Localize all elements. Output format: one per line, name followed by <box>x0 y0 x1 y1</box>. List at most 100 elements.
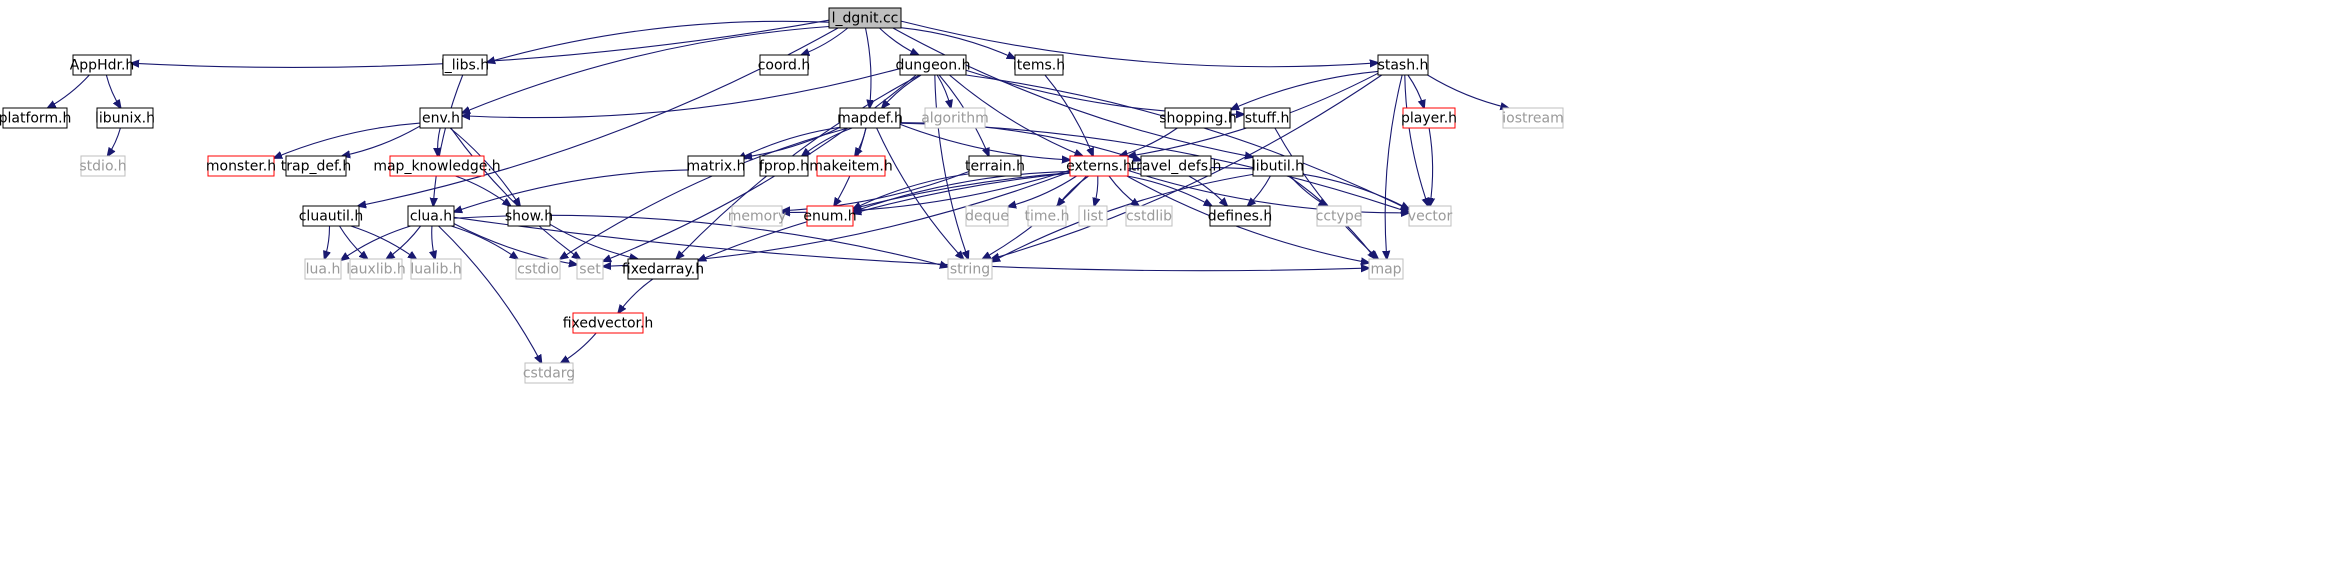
node-box-libutil <box>1252 155 1304 177</box>
node-label-lua: lua.h <box>306 262 341 278</box>
node-matrix[interactable]: matrix.h <box>687 155 746 177</box>
node-coord[interactable]: coord.h <box>758 54 811 76</box>
edge-show-to-fixedarray <box>549 223 638 259</box>
node-label-defines: defines.h <box>1208 209 1272 225</box>
node-stash[interactable]: stash.h <box>1377 54 1429 76</box>
node-box-stdio <box>80 155 126 177</box>
node-box-apphdr <box>72 54 132 76</box>
node-clua[interactable]: clua.h <box>407 205 455 227</box>
edge-dungeon-to-externs <box>949 74 1082 156</box>
node-box-show <box>507 205 551 227</box>
edge-stash-to-iostream <box>1427 74 1509 108</box>
node-mapdef[interactable]: mapdef.h <box>837 107 903 129</box>
node-box-trap_def <box>285 155 347 177</box>
node-label-player: player.h <box>1401 111 1457 127</box>
node-shopping[interactable]: shopping.h <box>1159 107 1237 129</box>
edge-dlua-to-clua <box>454 169 695 212</box>
node-travel_defs[interactable]: travel_defs.h <box>1131 155 1222 177</box>
node-label-mapdef: mapdef.h <box>837 111 903 127</box>
node-box-deque <box>965 205 1009 227</box>
node-box-map <box>1368 258 1404 280</box>
node-label-monster: monster.h <box>206 159 276 175</box>
node-defines[interactable]: defines.h <box>1208 205 1272 227</box>
edge-mapdef-to-externs <box>899 123 1070 160</box>
node-box-memory <box>731 205 783 227</box>
node-box-lauxlib <box>349 258 403 280</box>
node-list: list <box>1078 205 1108 227</box>
edge-player-to-vector <box>1429 127 1433 206</box>
node-map_knowledge[interactable]: map_knowledge.h <box>373 155 501 177</box>
node-fprop[interactable]: fprop.h <box>759 155 809 177</box>
node-box-l_dgnit <box>828 7 902 29</box>
node-lua: lua.h <box>304 258 342 280</box>
node-stuff[interactable]: stuff.h <box>1243 107 1291 129</box>
node-lauxlib: lauxlib.h <box>346 258 406 280</box>
node-terrain[interactable]: terrain.h <box>965 155 1025 177</box>
node-monster[interactable]: monster.h <box>206 155 276 177</box>
edge-externs-to-enum <box>853 170 1071 211</box>
node-label-platform: platform.h <box>0 111 71 127</box>
node-items[interactable]: items.h <box>1013 54 1065 76</box>
node-apphdr[interactable]: AppHdr.h <box>70 54 135 76</box>
node-label-memory: memory <box>728 209 787 225</box>
node-label-apphdr: AppHdr.h <box>70 58 135 74</box>
node-label-matrix: matrix.h <box>687 159 746 175</box>
node-box-fprop <box>759 155 809 177</box>
node-box-set <box>576 258 604 280</box>
edge-clua-to-map <box>453 216 1369 270</box>
node-label-stuff: stuff.h <box>1245 111 1290 127</box>
node-label-map: map <box>1370 262 1401 278</box>
node-l_dgnit[interactable]: l_dgnit.cc <box>828 7 902 29</box>
edge-externs-to-cstdlib <box>1108 175 1139 206</box>
node-show[interactable]: show.h <box>505 205 553 227</box>
edge-clua-to-lualib <box>432 225 435 259</box>
node-dungeon[interactable]: dungeon.h <box>896 54 971 76</box>
edge-env-to-show <box>449 127 520 206</box>
node-externs[interactable]: externs.h <box>1066 155 1132 177</box>
node-libunix[interactable]: libunix.h <box>95 107 155 129</box>
node-cstdio: cstdio <box>515 258 561 280</box>
node-label-map_knowledge: map_knowledge.h <box>373 159 500 175</box>
edge-l_dgnit-to-l_libs <box>487 20 830 62</box>
node-box-list <box>1078 205 1108 227</box>
node-label-lauxlib: lauxlib.h <box>346 262 406 278</box>
node-vector: vector <box>1408 205 1452 227</box>
node-box-algorithm <box>924 107 986 129</box>
node-box-stash <box>1377 54 1429 76</box>
node-iostream: iostream <box>1502 107 1564 129</box>
node-box-defines <box>1209 205 1271 227</box>
node-label-stdio: stdio.h <box>79 159 126 175</box>
node-trap_def[interactable]: trap_def.h <box>281 155 351 177</box>
edge-mapdef-to-fprop <box>802 127 853 156</box>
node-player[interactable]: player.h <box>1401 107 1457 129</box>
node-cctype: cctype <box>1316 205 1362 227</box>
node-box-mapdef <box>839 107 901 129</box>
node-label-clua: clua.h <box>410 209 452 225</box>
node-label-list: list <box>1083 209 1104 225</box>
node-makeitem[interactable]: makeitem.h <box>809 155 893 177</box>
node-platform[interactable]: platform.h <box>0 107 71 129</box>
node-env[interactable]: env.h <box>419 107 463 129</box>
edge-terrain-to-memory <box>782 170 970 210</box>
edge-terrain-to-enum <box>853 173 970 209</box>
edge-externs-to-map <box>1126 175 1369 263</box>
node-deque: deque <box>965 205 1009 227</box>
node-label-travel_defs: travel_defs.h <box>1131 159 1222 175</box>
node-enum[interactable]: enum.h <box>803 205 857 227</box>
node-fixedarray[interactable]: fixedarray.h <box>622 258 704 280</box>
node-box-env <box>419 107 463 129</box>
node-libutil[interactable]: libutil.h <box>1252 155 1304 177</box>
node-set: set <box>576 258 604 280</box>
node-box-items <box>1014 54 1064 76</box>
node-label-coord: coord.h <box>758 58 811 74</box>
node-cluautil[interactable]: cluautil.h <box>299 205 364 227</box>
node-box-player <box>1402 107 1456 129</box>
node-box-l_libs <box>442 54 488 76</box>
edge-cluautil-to-lauxlib <box>339 225 367 259</box>
node-l_libs[interactable]: l_libs.h <box>441 54 489 76</box>
node-label-makeitem: makeitem.h <box>809 159 892 175</box>
edge-stuff-to-map <box>1274 127 1378 259</box>
edge-dungeon-to-env <box>462 68 901 118</box>
node-fixedvector[interactable]: fixedvector.h <box>563 312 654 334</box>
edge-fixedvector-to-cstdarg <box>561 332 597 363</box>
